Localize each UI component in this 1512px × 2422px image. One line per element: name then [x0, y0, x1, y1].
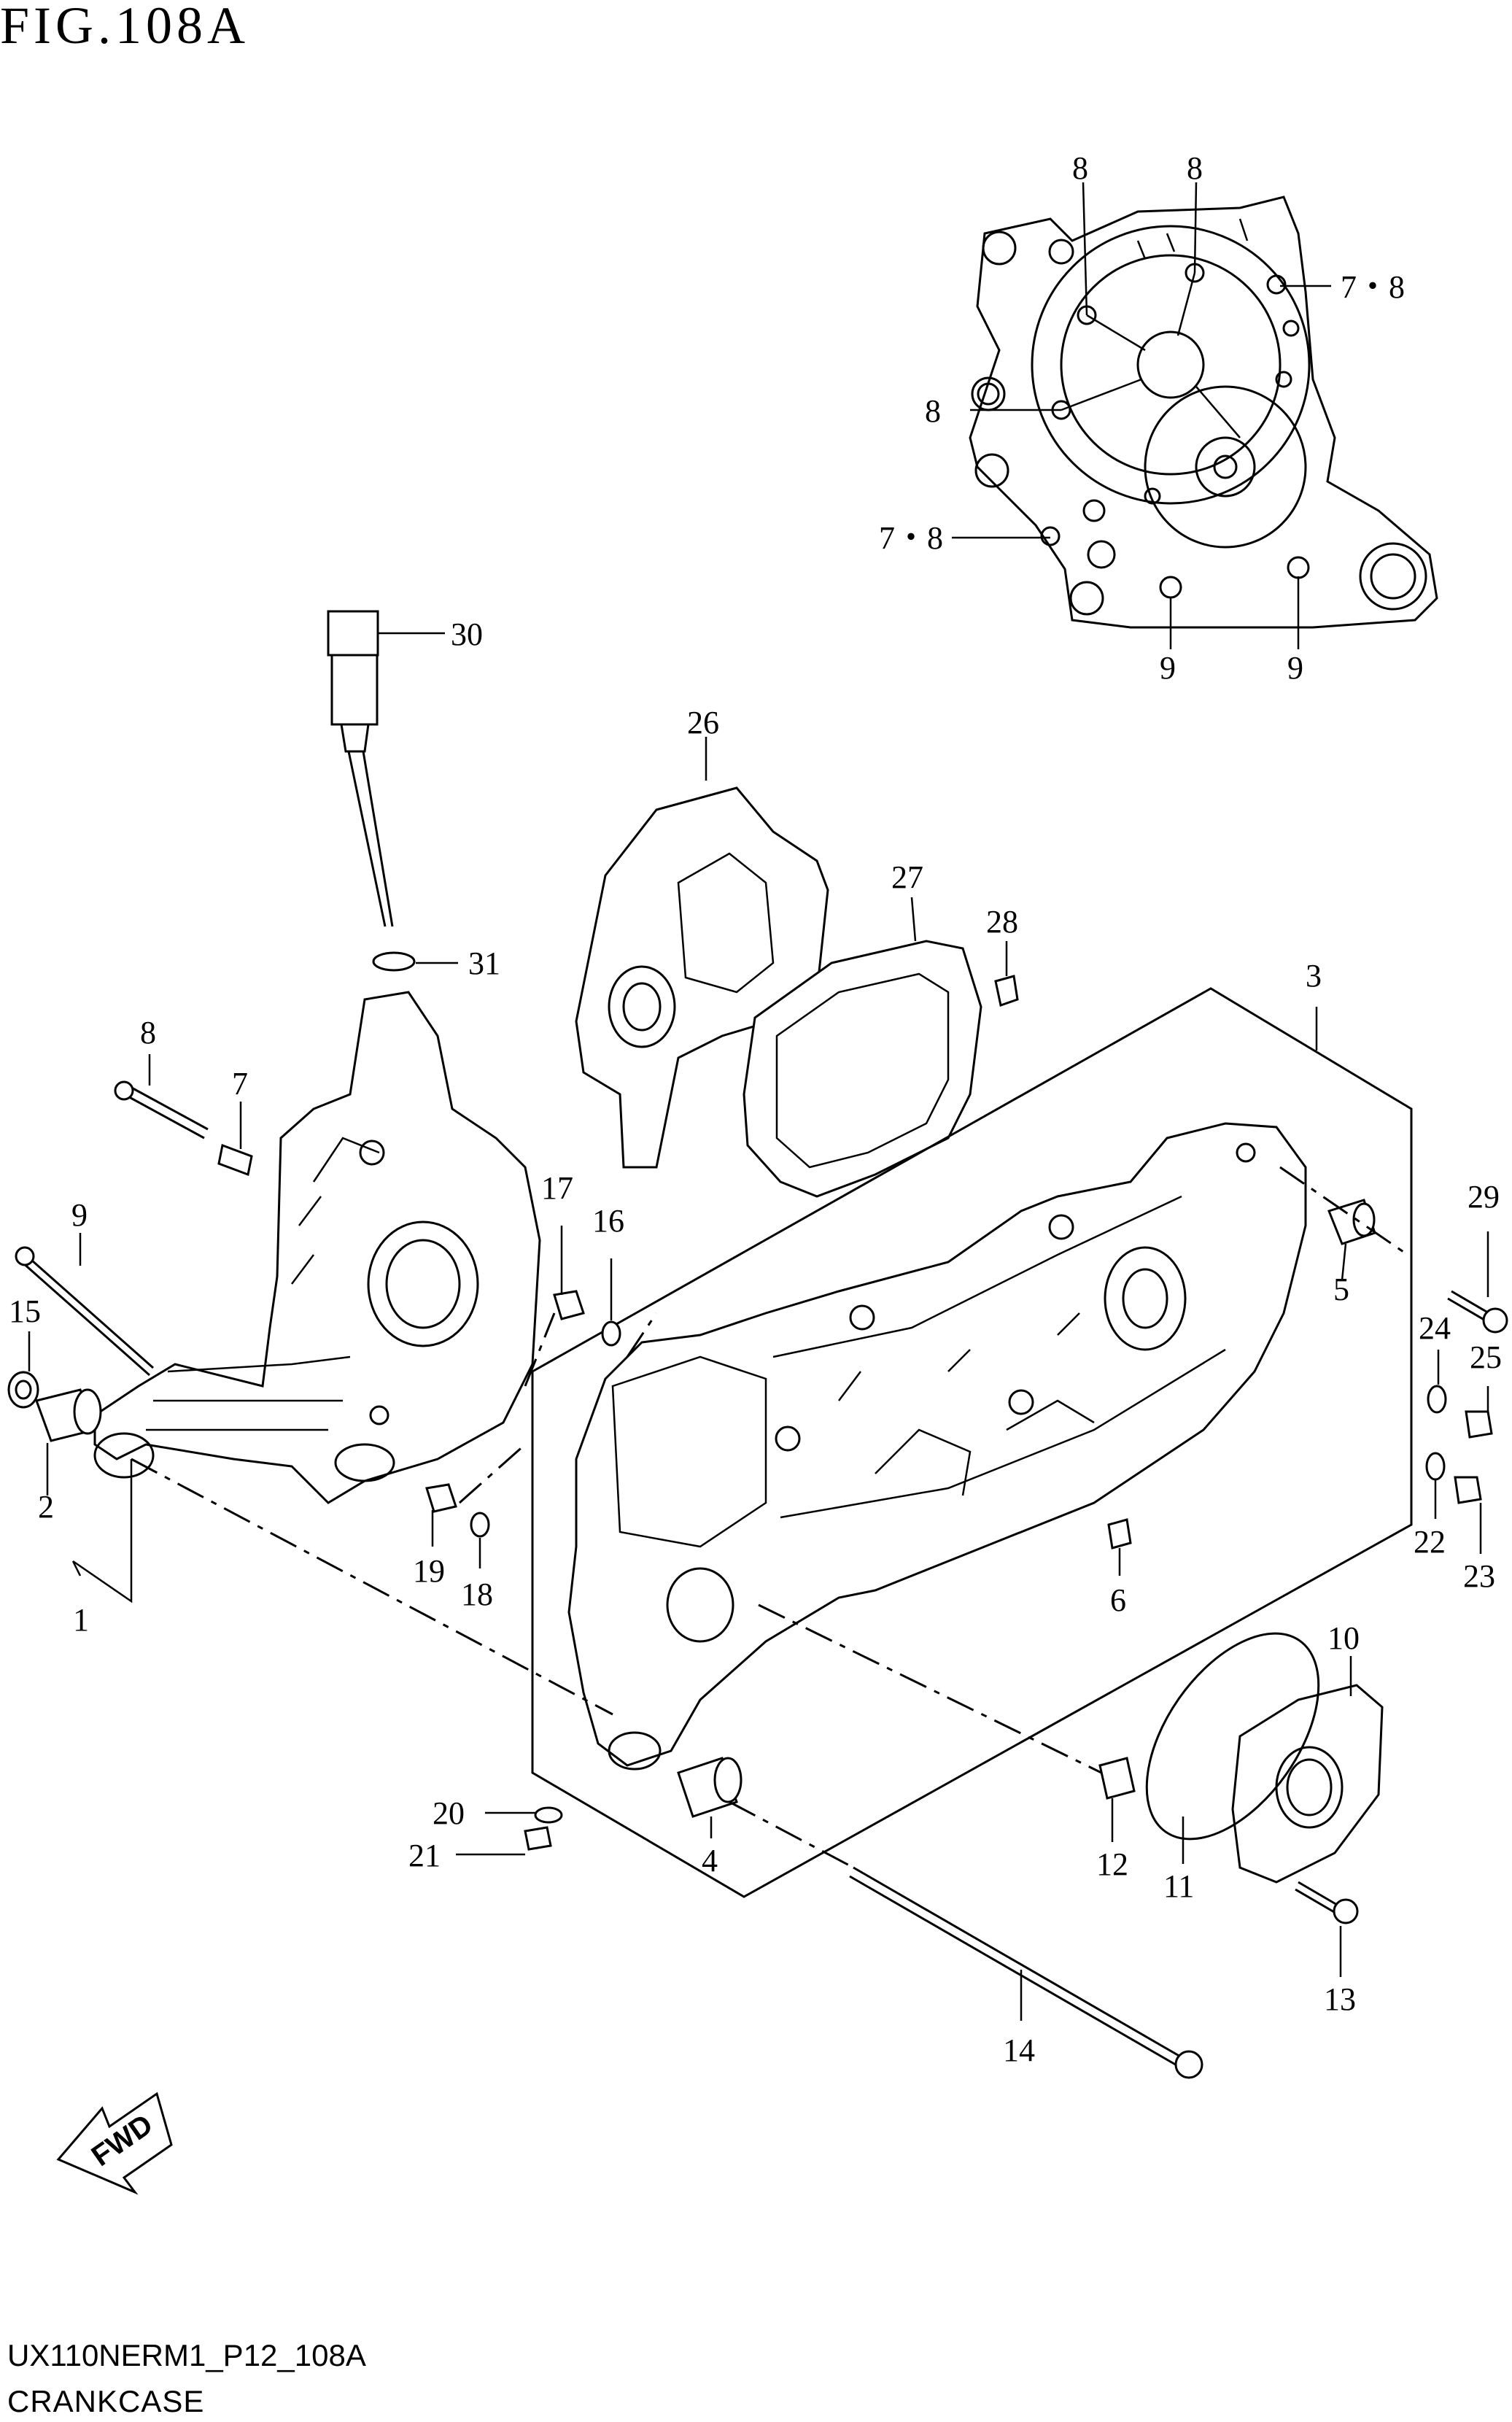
callout-8: 8: [1187, 150, 1203, 186]
dowel-part-7-left: [217, 1102, 253, 1177]
callout-12: 12: [1096, 1846, 1128, 1882]
bearing-cover-part-10: [1231, 1656, 1384, 1884]
washer-part-20: [485, 1806, 563, 1824]
dowel-pin-part-12: [1098, 1757, 1136, 1842]
washer-part-16: [601, 1258, 621, 1347]
long-bolt-part-9: [15, 1233, 154, 1377]
callout-8: 8: [140, 1015, 156, 1051]
callout-1: 1: [73, 1602, 89, 1638]
callout-18: 18: [461, 1576, 493, 1612]
oil-dipstick-part-30: [327, 610, 445, 927]
washer-part-15: [7, 1331, 39, 1409]
washer-part-22: [1425, 1452, 1446, 1519]
fwd-arrow-icon: FWD: [56, 2092, 173, 2195]
callout-27: 27: [891, 859, 923, 895]
dowel-part-5: [1327, 1199, 1376, 1281]
callout-22: 22: [1414, 1524, 1446, 1560]
right-crankcase-half: [567, 1122, 1307, 1771]
callout-8: 8: [925, 393, 941, 429]
callout-8: 8: [1072, 150, 1088, 186]
callout-9: 9: [1160, 650, 1176, 686]
bolt-part-19: [425, 1483, 457, 1547]
gasket-part-27: [743, 897, 982, 1198]
bolt-part-25: [1465, 1386, 1493, 1439]
callout-10: 10: [1327, 1620, 1360, 1656]
callout-17: 17: [541, 1170, 573, 1206]
callout-7-8: 7・8: [879, 520, 943, 556]
dowel-pin-part-28: [994, 941, 1019, 1007]
callout-16: 16: [592, 1203, 624, 1239]
diagram-code: UX110NERM1_P12_108A: [7, 2338, 366, 2372]
callout-23: 23: [1463, 1558, 1495, 1594]
callout-9: 9: [71, 1197, 88, 1233]
callout-3: 3: [1306, 958, 1322, 994]
crankcase-cover-top: [969, 196, 1438, 629]
callout-15: 15: [9, 1293, 41, 1329]
diagram-name: CRANKCASE: [7, 2384, 205, 2418]
callout-20: 20: [433, 1795, 465, 1831]
bracket-lines-part-1: [71, 1459, 133, 1603]
callout-28: 28: [986, 904, 1018, 940]
bolt-part-13: [1295, 1881, 1359, 1977]
assembly-frame-part-3: [531, 987, 1413, 1898]
o-ring-part-11: [1145, 1632, 1320, 1864]
callout-30: 30: [451, 616, 483, 652]
callout-24: 24: [1419, 1310, 1451, 1346]
housing-part-26: [575, 737, 829, 1169]
callout-9: 9: [1287, 650, 1303, 686]
callout-7: 7: [232, 1066, 248, 1102]
alignment-dash-lines: [131, 1166, 1408, 1869]
callout-11: 11: [1163, 1868, 1194, 1904]
callout-13: 13: [1324, 1981, 1356, 2017]
washer-part-24: [1427, 1350, 1447, 1414]
callout-26: 26: [687, 705, 719, 740]
callout-5: 5: [1333, 1272, 1349, 1307]
bolt-part-23: [1454, 1476, 1482, 1554]
bolt-part-29: [1447, 1231, 1508, 1334]
bushing-part-2: [35, 1388, 102, 1496]
callout-29: 29: [1468, 1179, 1500, 1215]
left-crankcase-half: [93, 991, 541, 1504]
bushing-part-4: [677, 1757, 743, 1838]
o-ring-part-31: [372, 951, 458, 972]
callout-6: 6: [1110, 1582, 1126, 1618]
callout-4: 4: [702, 1843, 718, 1879]
washer-part-18: [470, 1512, 490, 1568]
figure-title: FIG.108A: [0, 0, 250, 55]
screw-part-21: [456, 1826, 552, 1856]
bolt-part-17: [553, 1226, 585, 1320]
callout-25: 25: [1470, 1339, 1502, 1375]
callout-14: 14: [1003, 2032, 1035, 2068]
leader-lines-top: [952, 182, 1331, 649]
callout-19: 19: [413, 1553, 445, 1589]
long-bolt-part-14: [849, 1866, 1203, 2079]
callout-7-8: 7・8: [1341, 269, 1405, 305]
callout-21: 21: [408, 1838, 441, 1873]
callout-labels: 8 8 7・8 8 7・8 9 9 30 26 27 28 3 31 8 7 9…: [9, 150, 1502, 2068]
bolt-part-8-left: [114, 1054, 209, 1140]
callout-31: 31: [468, 945, 500, 981]
dowel-part-6: [1107, 1518, 1132, 1576]
callout-2: 2: [38, 1489, 54, 1525]
